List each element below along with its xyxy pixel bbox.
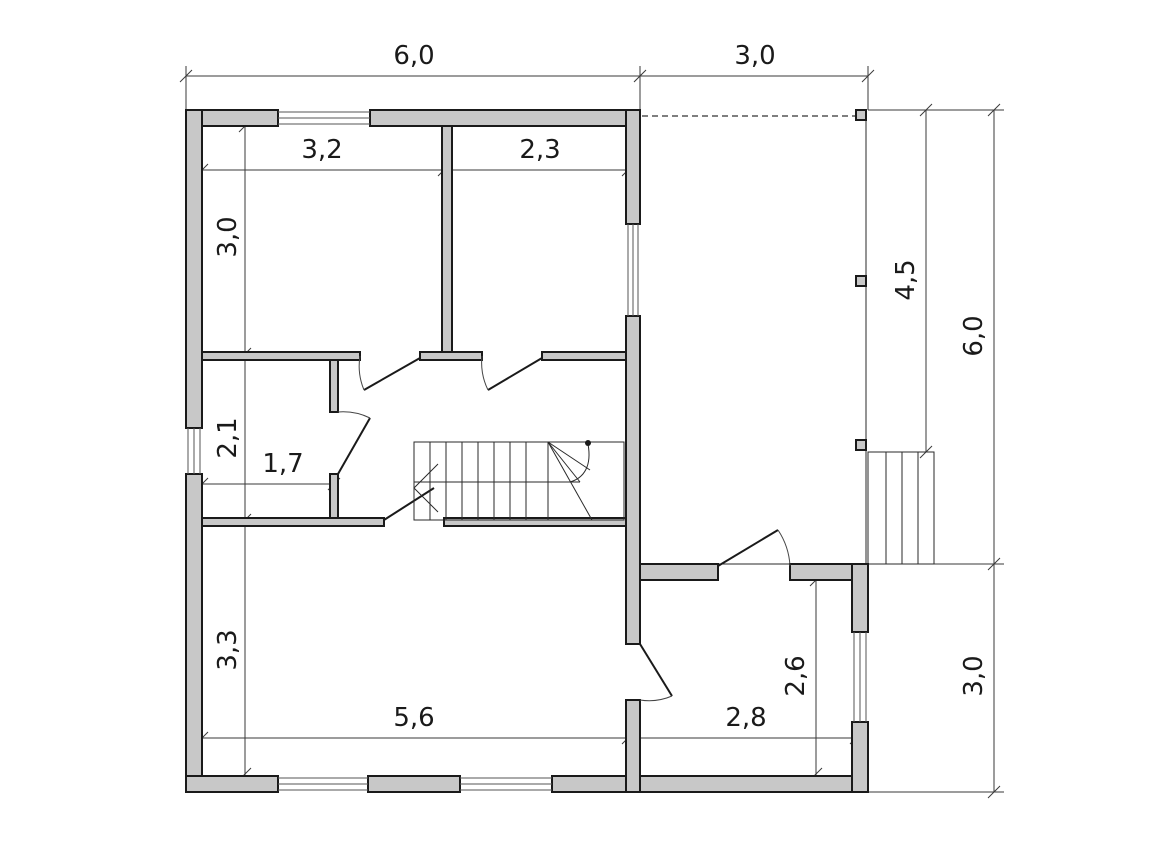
dim-top-total-right: 3,0 [734, 41, 775, 71]
staircase [413, 440, 625, 521]
terrace [640, 109, 868, 565]
dim-living-height: 3,3 [213, 629, 243, 670]
porch-steps [867, 451, 935, 565]
dim-vestibule-height: 2,6 [781, 655, 811, 696]
dim-living-width: 5,6 [393, 703, 434, 733]
dim-right-total-lower: 3,0 [959, 655, 989, 696]
dim-vestibule-width: 2,8 [725, 703, 766, 733]
stair-post [585, 440, 591, 446]
windows [187, 111, 867, 791]
dim-terrace-height: 4,5 [891, 259, 921, 300]
dim-room1-width: 3,2 [301, 135, 342, 165]
walls [185, 109, 869, 793]
dim-hall-height: 2,1 [213, 417, 243, 458]
dimension-labels: 6,0 3,0 3,2 2,3 3,0 4,5 6,0 2,1 1,7 3,3 … [213, 41, 989, 733]
dim-room2-width: 2,3 [519, 135, 560, 165]
dim-room1-height: 3,0 [213, 216, 243, 257]
dim-top-total-left: 6,0 [393, 41, 434, 71]
doors [337, 355, 791, 702]
dimension-lines [179, 66, 1004, 799]
dim-hall-width: 1,7 [262, 449, 303, 479]
dim-right-total-upper: 6,0 [959, 315, 989, 356]
